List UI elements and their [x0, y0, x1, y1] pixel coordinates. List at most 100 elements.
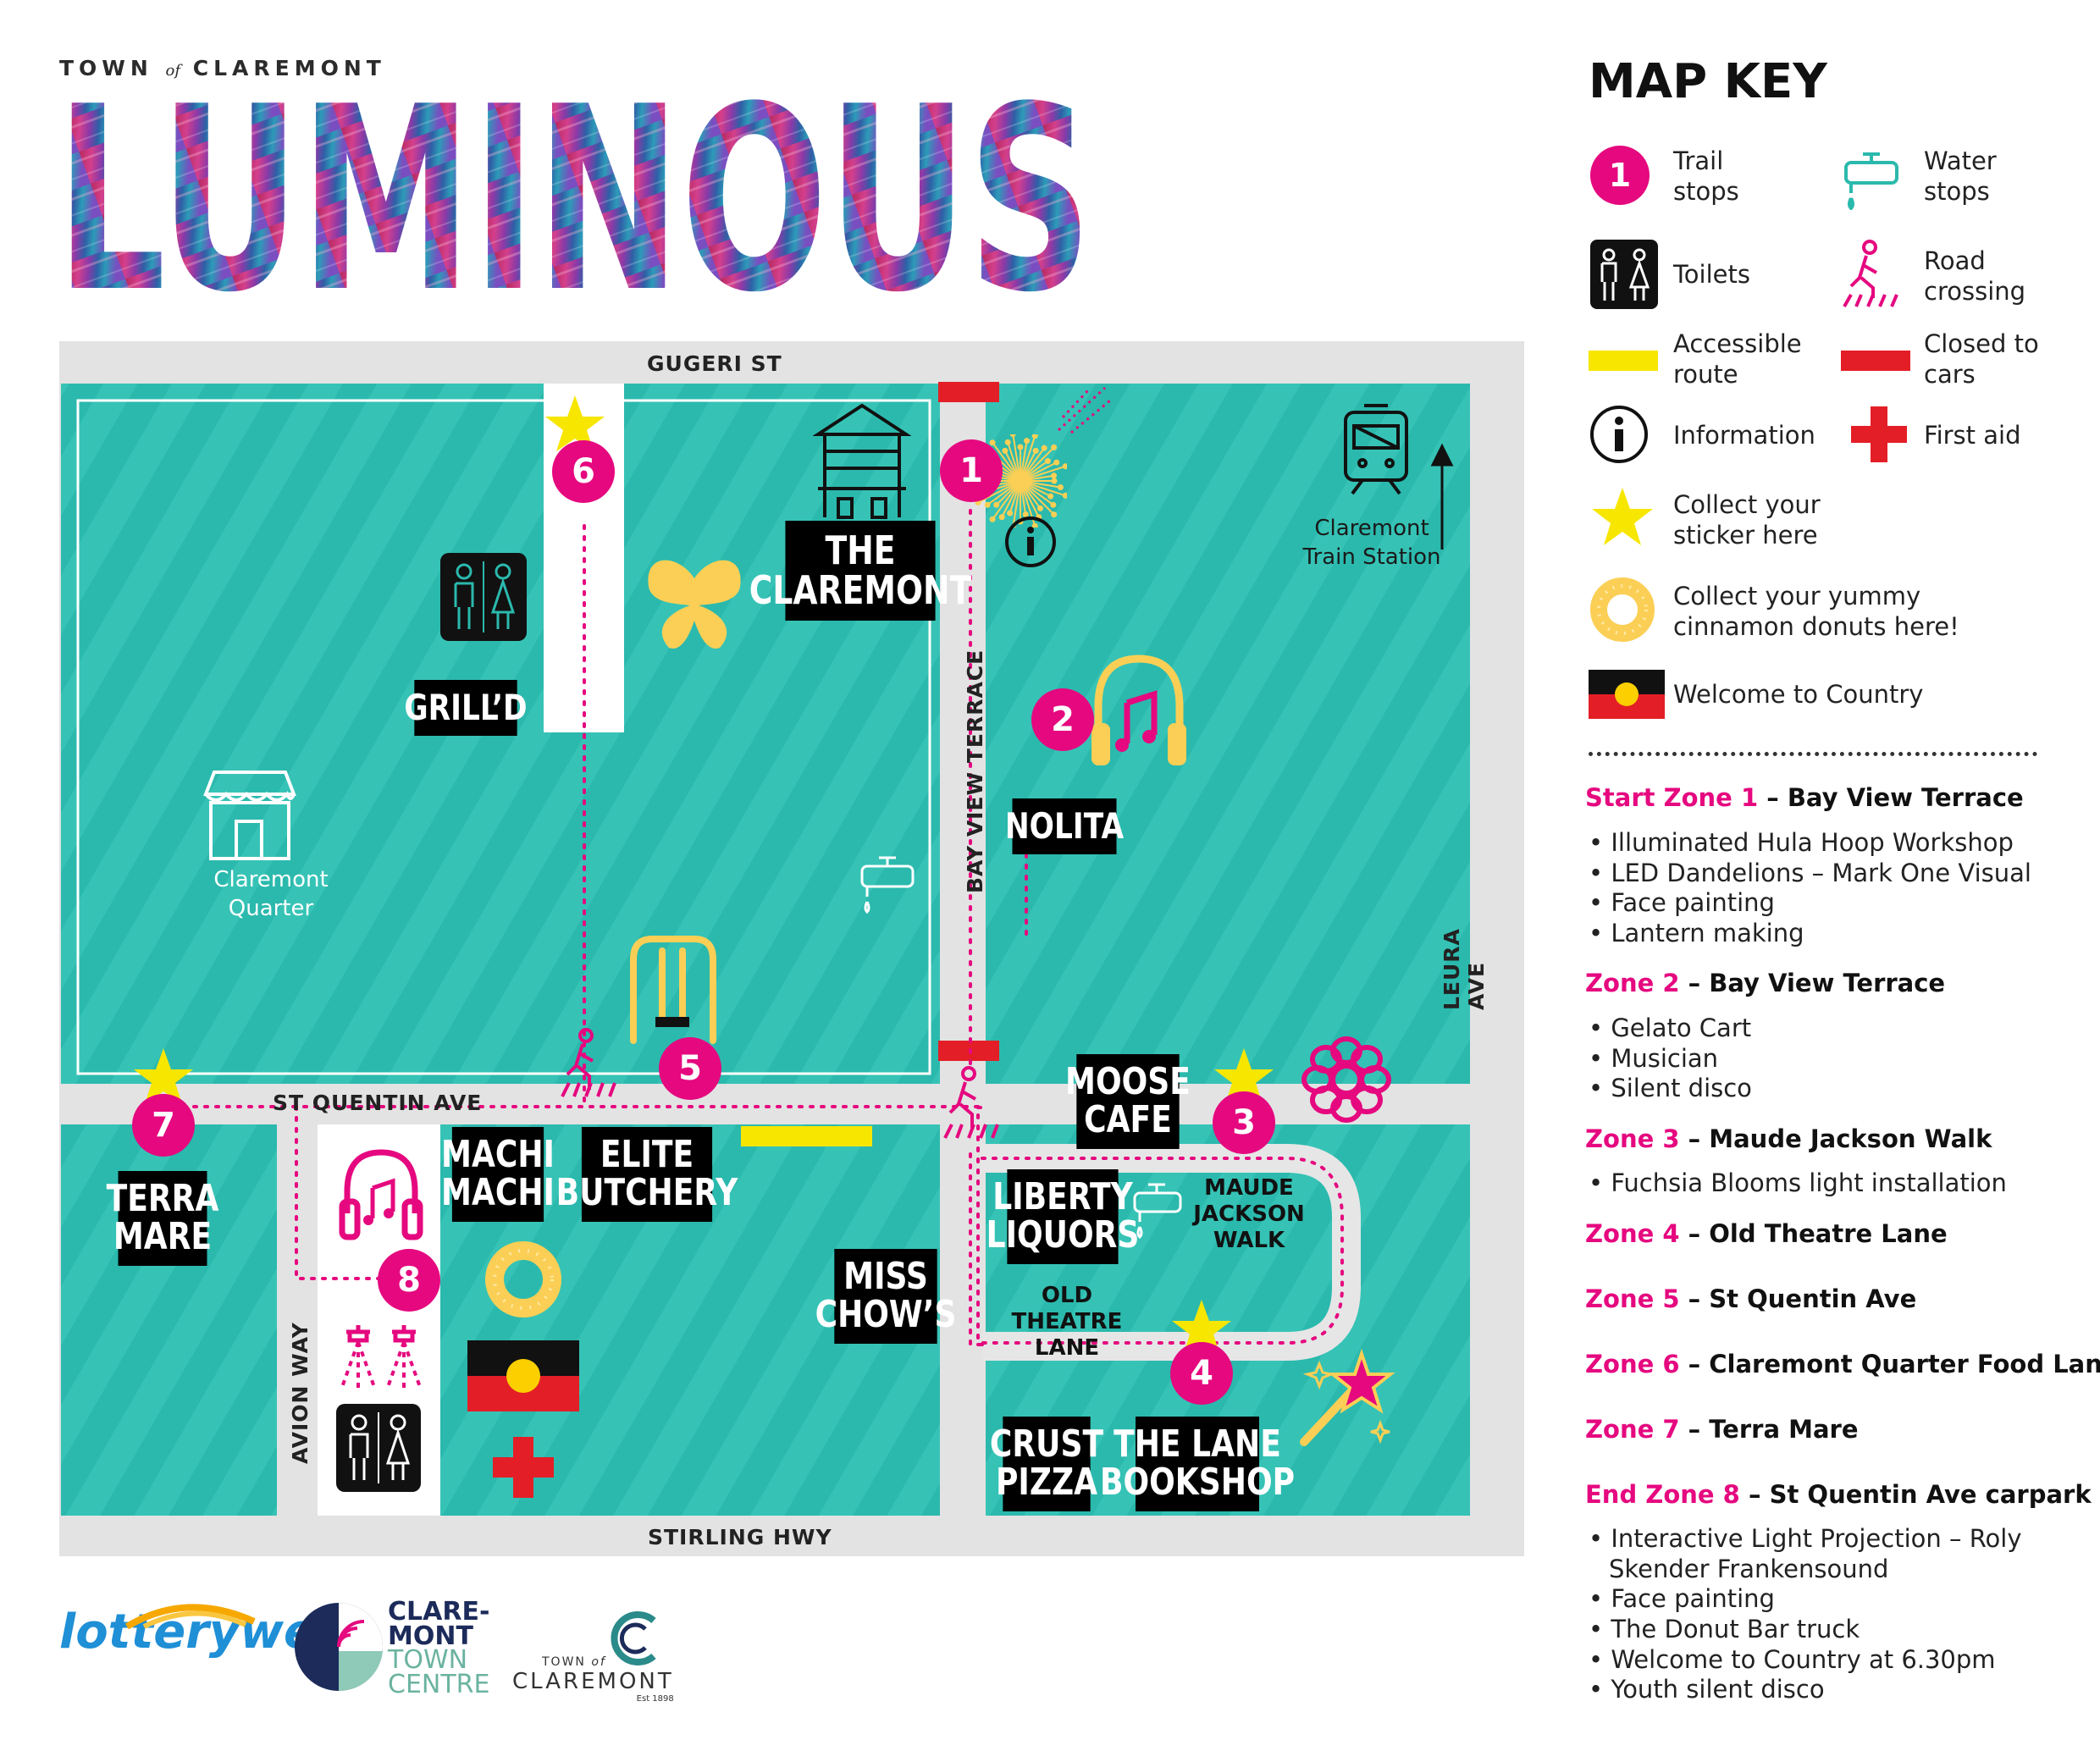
headphones-icon-carpark — [339, 1149, 423, 1240]
key-closed-swatch — [1841, 351, 1910, 371]
road-crossing-icon-1 — [561, 1028, 616, 1097]
brand-town-of-claremont: TOWN of CLAREMONT — [59, 56, 386, 80]
zone-1-item: LED Dandelions – Mark One Visual — [1589, 859, 2031, 889]
venue-machi-machi: MACHI MACHI — [441, 1127, 555, 1222]
trail-stop-2[interactable]: 2 — [1031, 688, 1094, 751]
lotterywest-swoosh — [124, 1604, 256, 1630]
key-collect-sticker: Collect your sticker here — [1673, 490, 1821, 550]
zone-2-item: Gelato Cart — [1589, 1014, 1752, 1044]
venue-nolita: NOLITA — [1005, 798, 1124, 854]
shop-kiosk-icon — [813, 403, 911, 519]
street-stirling: STIRLING HWY — [648, 1525, 832, 1549]
key-toilets: Toilets — [1673, 260, 1750, 289]
information-icon — [1005, 516, 1056, 567]
zone-1-item: Lantern making — [1589, 919, 2031, 949]
town-of-claremont-logo: TOWN of CLAREMONT Est 1898 — [512, 1655, 674, 1704]
key-water-tap-icon — [1844, 152, 1898, 210]
trail-stop-1[interactable]: 1 — [940, 439, 1003, 502]
zone-1-heading: Start Zone 1 – Bay View Terrace — [1585, 783, 2024, 812]
aboriginal-flag-icon — [467, 1340, 579, 1411]
venue-the-lane-bookshop: THE LANE BOOKSHOP — [1100, 1417, 1295, 1511]
headphones-icon — [1091, 655, 1186, 765]
key-water-stops: Water stops — [1924, 146, 1997, 207]
zone-1-list: Illuminated Hula Hoop Workshop LED Dande… — [1589, 828, 2031, 949]
venue-elite-butchery: ELITE BUTCHERY — [556, 1127, 738, 1222]
town-of-claremont-emblem — [611, 1611, 656, 1665]
street-bay-view: BAY VIEW TERRACE — [963, 649, 987, 893]
key-aboriginal-flag-icon — [1589, 670, 1665, 719]
toilets-icon — [440, 553, 527, 641]
swing-icon — [630, 936, 716, 1044]
street-avion: AVION WAY — [288, 1322, 312, 1464]
key-trail-stop-icon: 1 — [1590, 146, 1650, 205]
key-donut-icon — [1590, 577, 1655, 642]
trail-stop-7[interactable]: 7 — [132, 1094, 195, 1157]
sticker-star-icon-3 — [1214, 1048, 1274, 1104]
sticker-star-icon-6 — [545, 395, 605, 451]
zone-8-item: Welcome to Country at 6.30pm — [1589, 1645, 2029, 1676]
venue-crust-pizza: CRUST PIZZA — [990, 1417, 1103, 1511]
key-information-icon — [1590, 406, 1648, 463]
trail-stop-6[interactable]: 6 — [552, 440, 615, 503]
old-theatre-lane-label: OLD THEATRE LANE — [1011, 1283, 1123, 1362]
key-toilets-icon — [1590, 240, 1658, 309]
zone-1-item: Face painting — [1589, 888, 2031, 919]
shop-icon — [203, 771, 296, 860]
key-collect-donuts: Collect your yummy cinnamon donuts here! — [1673, 582, 1959, 642]
train-station-label: Claremont Train Station — [1302, 516, 1441, 570]
zone-3-heading: Zone 3 – Maude Jackson Walk — [1585, 1124, 1992, 1153]
key-trail-stops: Trail stops — [1673, 146, 1739, 207]
zone-7-heading: Zone 7 – Terra Mare — [1585, 1415, 1859, 1444]
key-accessible-swatch — [1589, 351, 1658, 371]
key-first-aid-icon — [1851, 406, 1907, 462]
zone-2-heading: Zone 2 – Bay View Terrace — [1585, 969, 1946, 997]
zone-2-item: Musician — [1589, 1044, 1752, 1074]
key-information: Information — [1673, 421, 1815, 450]
trail-stop-8[interactable]: 8 — [378, 1249, 440, 1312]
key-separator — [1589, 752, 2037, 756]
key-first-aid: First aid — [1924, 421, 2021, 450]
event-map: GUGERI ST STIRLING HWY ST QUENTIN AVE LE… — [59, 341, 1524, 1556]
train-icon — [1344, 404, 1408, 495]
key-welcome-to-country: Welcome to Country — [1673, 680, 1924, 709]
trail-stop-4[interactable]: 4 — [1170, 1342, 1233, 1405]
sparkle-icon — [1057, 386, 1111, 434]
flower-icon — [1301, 1036, 1391, 1123]
zone-3-item: Fuchsia Blooms light installation — [1589, 1168, 2007, 1199]
zone-6-heading: Zone 6 – Claremont Quarter Food Lane — [1585, 1350, 2100, 1378]
zone-1-item: Illuminated Hula Hoop Workshop — [1589, 828, 2031, 859]
zone-8-item: Youth silent disco — [1589, 1675, 2029, 1705]
venue-liberty-liquors: LIBERTY LIQUORS — [986, 1169, 1139, 1264]
luminous-title: LUMINOUS — [56, 88, 1092, 295]
svg-text:LUMINOUS: LUMINOUS — [56, 88, 1092, 295]
claremont-quarter-label: Claremont Quarter — [213, 867, 329, 921]
north-arrow-icon — [1430, 443, 1454, 550]
light-projector-icon — [340, 1325, 423, 1390]
trail-stop-5[interactable]: 5 — [659, 1037, 721, 1100]
zone-8-item: Face painting — [1589, 1584, 2029, 1615]
zone-5-heading: Zone 5 – St Quentin Ave — [1585, 1284, 1917, 1313]
first-aid-icon — [493, 1437, 554, 1498]
butterfly-icon — [648, 560, 741, 649]
road-crossing-icon-2 — [943, 1066, 999, 1139]
key-road-crossing-icon — [1843, 240, 1898, 307]
zone-3-list: Fuchsia Blooms light installation — [1589, 1168, 2007, 1199]
magic-wand-icon — [1300, 1349, 1395, 1446]
donut-icon — [485, 1241, 561, 1317]
maude-jackson-walk-label: MAUDE JACKSON WALK — [1193, 1175, 1305, 1254]
venue-the-claremont: THE CLAREMONT — [749, 521, 971, 621]
zone-8-list: Interactive Light Projection – Roly Sken… — [1589, 1524, 2029, 1705]
map-key-title: MAP KEY — [1589, 54, 1827, 109]
venue-grilld: GRILL’D — [404, 680, 528, 736]
trail-stop-3[interactable]: 3 — [1213, 1091, 1275, 1154]
venue-terra-mare: TERRA MARE — [107, 1171, 218, 1266]
zone-2-item: Silent disco — [1589, 1074, 1752, 1104]
venue-miss-chows: MISS CHOW’S — [815, 1249, 956, 1344]
key-sticker-star-icon — [1592, 488, 1653, 545]
zone-2-list: Gelato Cart Musician Silent disco — [1589, 1014, 1752, 1104]
street-gugeri: GUGERI ST — [647, 351, 782, 376]
sticker-star-icon-4 — [1172, 1300, 1231, 1356]
zone-8-item: The Donut Bar truck — [1589, 1615, 2029, 1645]
sticker-star-icon-7 — [134, 1048, 193, 1104]
